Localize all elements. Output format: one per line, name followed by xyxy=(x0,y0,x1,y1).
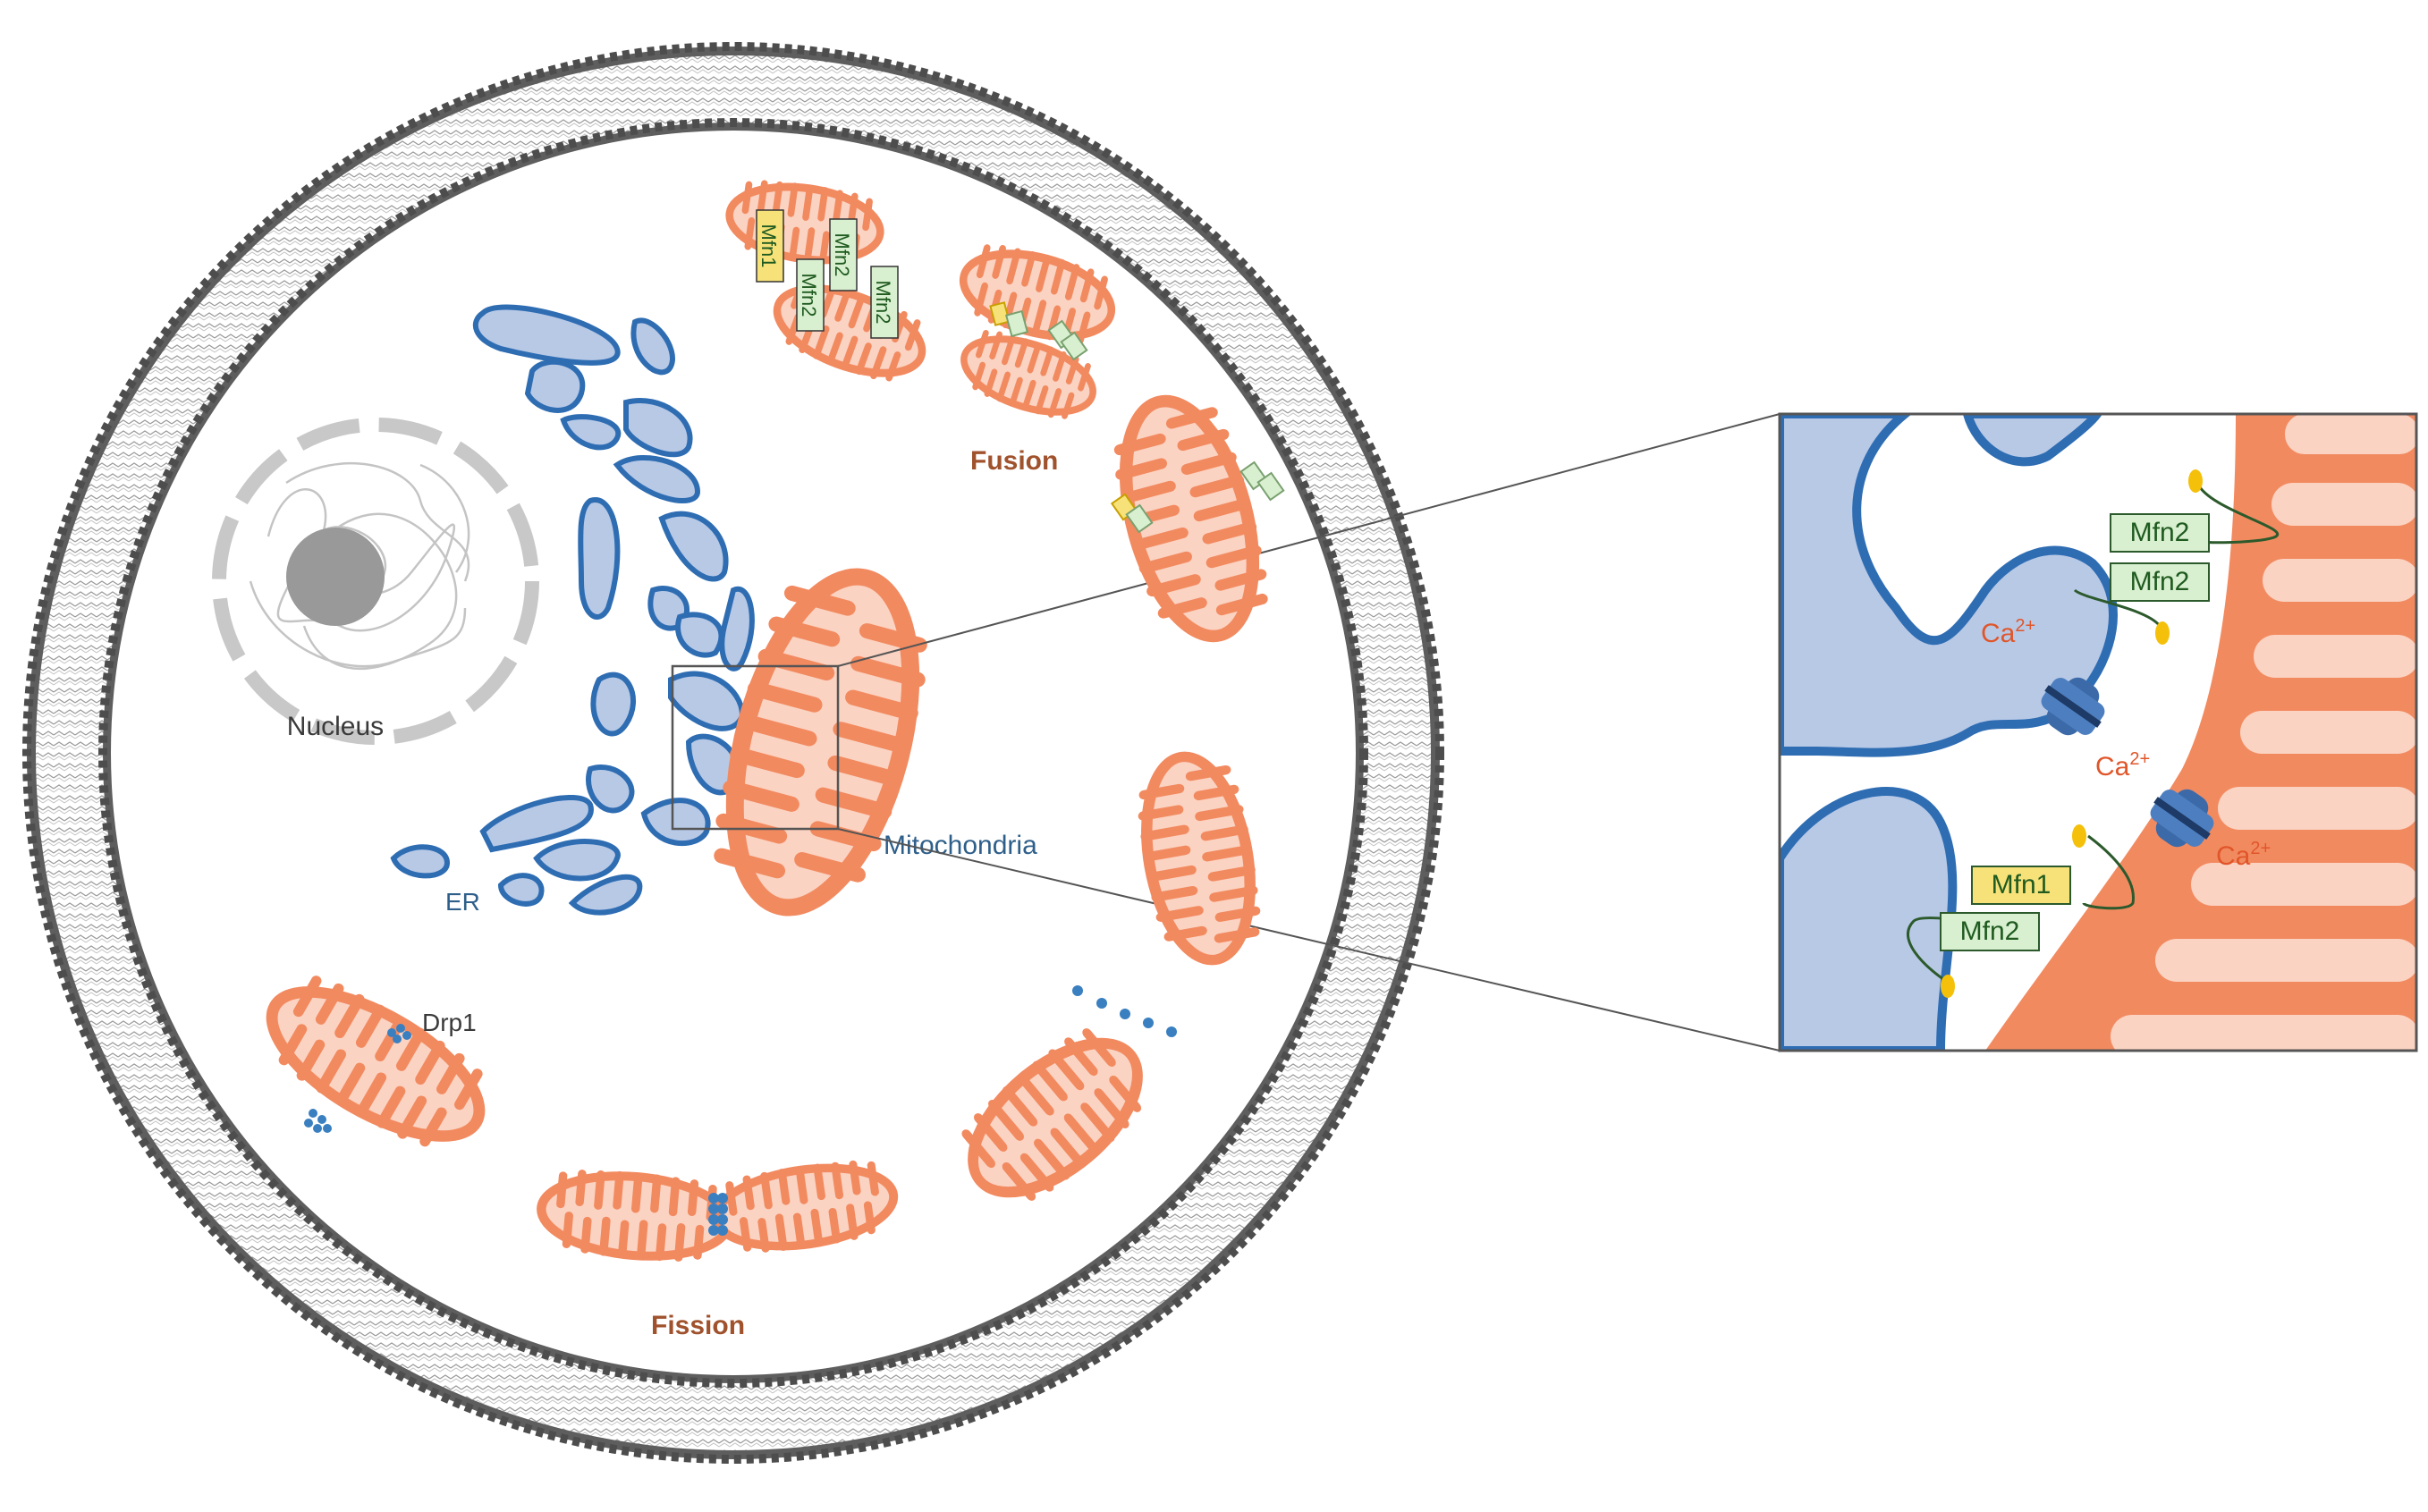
calcium-channel-upper xyxy=(2041,677,2105,736)
calcium-label-3: Ca2+ xyxy=(2216,839,2271,871)
inset-er-top xyxy=(1962,414,2103,467)
drp1-dots-right xyxy=(1072,985,1177,1037)
nucleus xyxy=(212,418,539,745)
calcium-label-1: Ca2+ xyxy=(1981,616,2035,648)
inset-er-lower xyxy=(1780,787,1958,1051)
nucleolus xyxy=(286,528,385,626)
drp1-label: Drp1 xyxy=(422,1009,477,1036)
endoplasmic-reticulum xyxy=(390,304,755,916)
inset-mfn2-mid-text: Mfn2 xyxy=(2130,567,2190,596)
zoom-line-top xyxy=(837,413,1781,667)
inset-tag-mfn1-bottom: Mfn1 xyxy=(1971,866,2071,905)
nucleus-label: Nucleus xyxy=(287,712,384,741)
er-label: ER xyxy=(445,888,480,916)
fusion-tag-mfn2-c: Mfn2 xyxy=(872,281,894,325)
drp1-clusters xyxy=(304,1024,411,1133)
fusion-tags: Mfn1 Mfn2 Mfn2 Mfn2 xyxy=(756,209,1285,534)
inset-mfn2-top-text: Mfn2 xyxy=(2130,518,2190,547)
inset-er-upper xyxy=(1780,414,2118,757)
inset-mfn1-bottom-text: Mfn1 xyxy=(1992,870,2052,900)
inset-mfn2-bottom-text: Mfn2 xyxy=(1960,916,2020,946)
fission-constriction xyxy=(708,1193,728,1236)
zoom-line-bottom xyxy=(837,828,1781,1052)
fusion-tag-mfn2-b: Mfn2 xyxy=(831,233,853,277)
calcium-channel-lower xyxy=(2150,789,2214,848)
fusion-tag-mfn1: Mfn1 xyxy=(757,224,780,268)
inset-border xyxy=(1778,412,2418,1052)
mfn-anchors xyxy=(1941,469,2203,998)
calcium-label-2: Ca2+ xyxy=(2095,749,2150,781)
fusion-tag-mfn2-a: Mfn2 xyxy=(798,274,820,317)
zoom-region xyxy=(671,664,840,831)
inset-tag-mfn2-top: Mfn2 xyxy=(2110,513,2210,553)
inset-cristae xyxy=(2111,414,2416,1051)
inset-panel: Mfn2 Mfn2 Mfn1 Mfn2 Ca2+ Ca2+ Ca2+ xyxy=(1778,412,2418,1052)
fission-label: Fission xyxy=(651,1311,745,1340)
inset-tag-mfn2-mid: Mfn2 xyxy=(2110,562,2210,602)
fusion-label: Fusion xyxy=(970,446,1058,476)
inset-tag-mfn2-bottom: Mfn2 xyxy=(1940,912,2040,951)
